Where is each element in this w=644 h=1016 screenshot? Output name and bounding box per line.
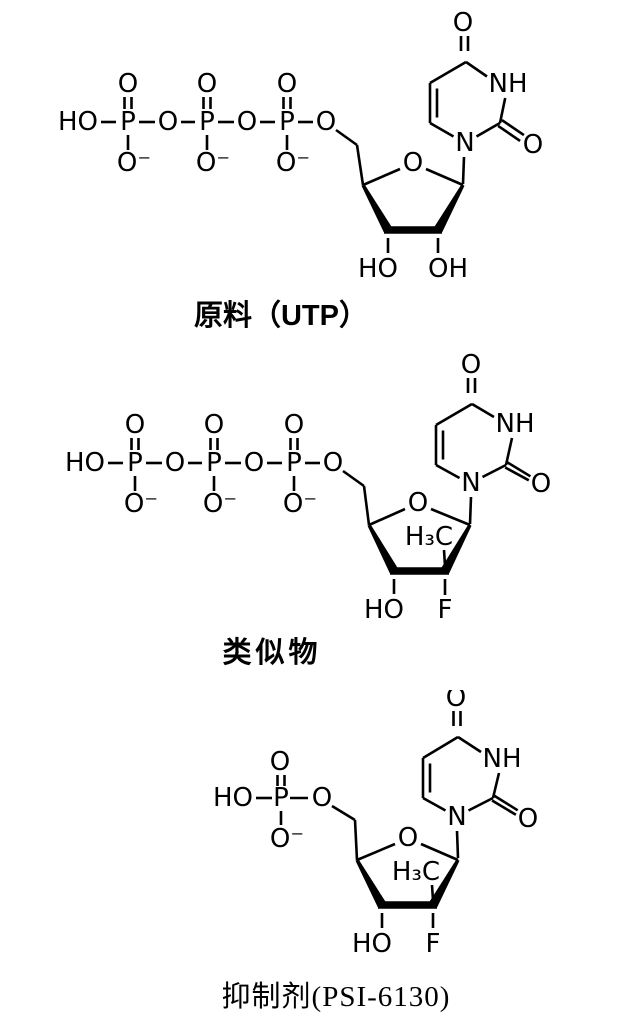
- atom-O: O: [453, 8, 473, 38]
- atom-HO: HO: [213, 783, 253, 813]
- atom-P: P: [120, 107, 136, 137]
- ribose-bonds: [367, 496, 473, 595]
- atom-OH: OH: [428, 254, 468, 284]
- analog-atom-labels: HO P O P O P O O O O O⁻ O⁻ O⁻ O H₃C HO F…: [65, 350, 551, 625]
- atom-P: P: [286, 448, 302, 478]
- inhibitor-atom-labels: HO P O O O⁻ O H₃C HO F N NH O O: [213, 690, 538, 959]
- atom-O-minus: O⁻: [270, 824, 304, 854]
- atom-O: O: [237, 107, 257, 137]
- atom-N: N: [455, 128, 474, 158]
- triphosphate-bonds: [108, 438, 371, 526]
- atom-NH: NH: [489, 69, 528, 99]
- ribose-bonds: [355, 830, 460, 928]
- atom-O: O: [204, 410, 224, 440]
- utp-atom-labels: HO P O P O P O O O O O⁻ O⁻ O⁻ O HO OH N …: [58, 8, 543, 284]
- atom-P: P: [279, 107, 295, 137]
- atom-O-minus: O⁻: [283, 489, 317, 519]
- atom-P: P: [127, 448, 143, 478]
- atom-HO: HO: [65, 448, 105, 478]
- atom-HO: HO: [364, 595, 404, 625]
- atom-O: O: [323, 448, 343, 478]
- atom-O: O: [316, 107, 336, 137]
- atom-HO: HO: [358, 254, 398, 284]
- atom-O-minus: O⁻: [203, 489, 237, 519]
- inhibitor-structure-diagram: HO P O O O⁻ O H₃C HO F N NH O O: [213, 690, 538, 959]
- atom-HO: HO: [58, 107, 98, 137]
- atom-P: P: [199, 107, 215, 137]
- atom-O: O: [244, 448, 264, 478]
- utp-structure-diagram: HO P O P O P O O O O O⁻ O⁻ O⁻ O HO OH N …: [58, 8, 543, 284]
- atom-ring-O: O: [408, 488, 428, 518]
- monophosphate-bonds: [256, 775, 359, 861]
- atom-O-minus: O⁻: [276, 148, 310, 178]
- atom-O: O: [270, 747, 290, 777]
- atom-O: O: [461, 350, 481, 380]
- ribose-bonds: [361, 156, 466, 253]
- atom-O: O: [158, 107, 178, 137]
- atom-F: F: [426, 929, 441, 959]
- atom-O: O: [446, 690, 466, 713]
- atom-O: O: [531, 469, 551, 499]
- atom-N: N: [461, 468, 480, 498]
- atom-O-minus: O⁻: [196, 148, 230, 178]
- atom-H3C: H₃C: [405, 522, 453, 552]
- analog-structure-diagram: HO P O P O P O O O O O⁻ O⁻ O⁻ O H₃C HO F…: [65, 350, 551, 625]
- uracil-bonds: [428, 36, 525, 142]
- caption-utp: 原料（UTP）: [193, 300, 369, 332]
- caption-inhibitor: 抑制剂(PSI-6130): [221, 981, 451, 1013]
- atom-O: O: [125, 410, 145, 440]
- atom-NH: NH: [496, 409, 535, 439]
- atom-O: O: [165, 448, 185, 478]
- atom-P: P: [273, 783, 289, 813]
- atom-HO: HO: [352, 929, 392, 959]
- atom-O: O: [523, 130, 543, 160]
- uracil-bonds: [421, 711, 519, 816]
- atom-H3C: H₃C: [392, 857, 440, 887]
- atom-O-minus: O⁻: [124, 489, 158, 519]
- atom-ring-O: O: [398, 823, 418, 853]
- atom-O: O: [277, 69, 297, 99]
- triphosphate-bonds: [101, 97, 365, 186]
- uracil-bonds: [434, 378, 532, 482]
- atom-NH: NH: [483, 744, 522, 774]
- atom-O: O: [284, 410, 304, 440]
- atom-O: O: [312, 783, 332, 813]
- atom-O: O: [197, 69, 217, 99]
- atom-N: N: [447, 802, 466, 832]
- atom-O: O: [518, 804, 538, 834]
- atom-O: O: [118, 69, 138, 99]
- caption-analog: 类似物: [222, 637, 322, 669]
- atom-ring-O: O: [403, 148, 423, 178]
- atom-F: F: [438, 595, 453, 625]
- atom-O-minus: O⁻: [117, 148, 151, 178]
- atom-P: P: [206, 448, 222, 478]
